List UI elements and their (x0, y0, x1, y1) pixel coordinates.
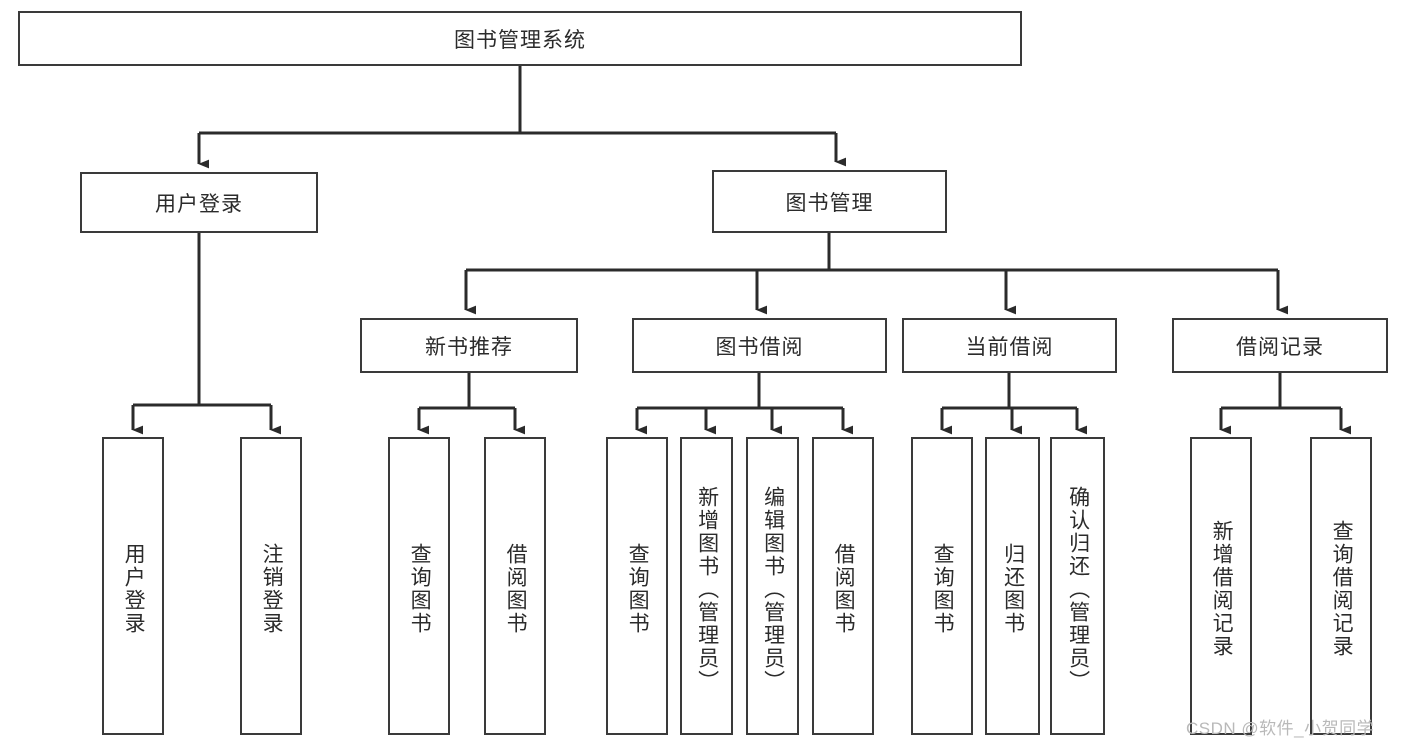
node-leaf-add-borrow-record[interactable]: 新增借阅记录 (1190, 437, 1252, 735)
node-leaf-confirm-return[interactable]: 确认归还（管理员） (1050, 437, 1105, 735)
node-leaf-query-borrow-record[interactable]: 查询借阅记录 (1310, 437, 1372, 735)
edge-group-new-book-rec (417, 373, 526, 435)
edge-group-user-login (131, 233, 282, 435)
node-new-book-recommend[interactable]: 新书推荐 (360, 318, 578, 373)
node-label: 用户登录 (155, 192, 243, 216)
edge-group-current-borrow (940, 373, 1088, 435)
node-root-system[interactable]: 图书管理系统 (18, 11, 1022, 66)
node-label: 查询图书 (931, 543, 955, 635)
node-leaf-query-book-2[interactable]: 查询图书 (606, 437, 668, 735)
node-leaf-return-book[interactable]: 归还图书 (985, 437, 1040, 735)
node-leaf-edit-book[interactable]: 编辑图书（管理员） (746, 437, 799, 735)
node-label: 当前借阅 (965, 335, 1054, 359)
node-label: 图书管理系统 (454, 28, 586, 52)
node-book-borrow[interactable]: 图书借阅 (632, 318, 887, 373)
node-label: 确认归还（管理员） (1066, 485, 1090, 693)
node-label: 借阅记录 (1236, 335, 1324, 359)
node-leaf-logout[interactable]: 注销登录 (240, 437, 302, 735)
node-label: 注销登录 (260, 543, 284, 635)
node-user-login[interactable]: 用户登录 (80, 172, 318, 233)
node-leaf-borrow-book-1[interactable]: 借阅图书 (484, 437, 546, 735)
node-label: 图书管理 (785, 191, 874, 215)
node-leaf-query-book-3[interactable]: 查询图书 (911, 437, 973, 735)
node-label: 查询借阅记录 (1330, 520, 1354, 658)
node-label: 编辑图书（管理员） (761, 485, 785, 693)
edge-group-book-borrow (635, 373, 854, 435)
edge-group-root (197, 66, 847, 169)
node-label: 用户登录 (122, 543, 146, 635)
node-label: 新书推荐 (425, 335, 513, 359)
node-label: 图书借阅 (715, 335, 804, 359)
node-leaf-borrow-book-2[interactable]: 借阅图书 (812, 437, 874, 735)
node-label: 归还图书 (1001, 543, 1025, 635)
node-leaf-user-login[interactable]: 用户登录 (102, 437, 164, 735)
node-label: 新增图书（管理员） (695, 485, 719, 693)
edge-group-borrow-record (1219, 373, 1352, 435)
node-current-borrow[interactable]: 当前借阅 (902, 318, 1117, 373)
node-label: 借阅图书 (504, 543, 528, 635)
node-label: 借阅图书 (832, 543, 856, 635)
node-label: 查询图书 (408, 543, 432, 635)
node-label: 新增借阅记录 (1210, 520, 1234, 658)
edge-group-book-mgmt (464, 233, 1289, 315)
node-leaf-query-book-1[interactable]: 查询图书 (388, 437, 450, 735)
node-leaf-add-book[interactable]: 新增图书（管理员） (680, 437, 733, 735)
node-borrow-record[interactable]: 借阅记录 (1172, 318, 1388, 373)
node-label: 查询图书 (626, 543, 650, 635)
node-book-management[interactable]: 图书管理 (712, 170, 947, 233)
